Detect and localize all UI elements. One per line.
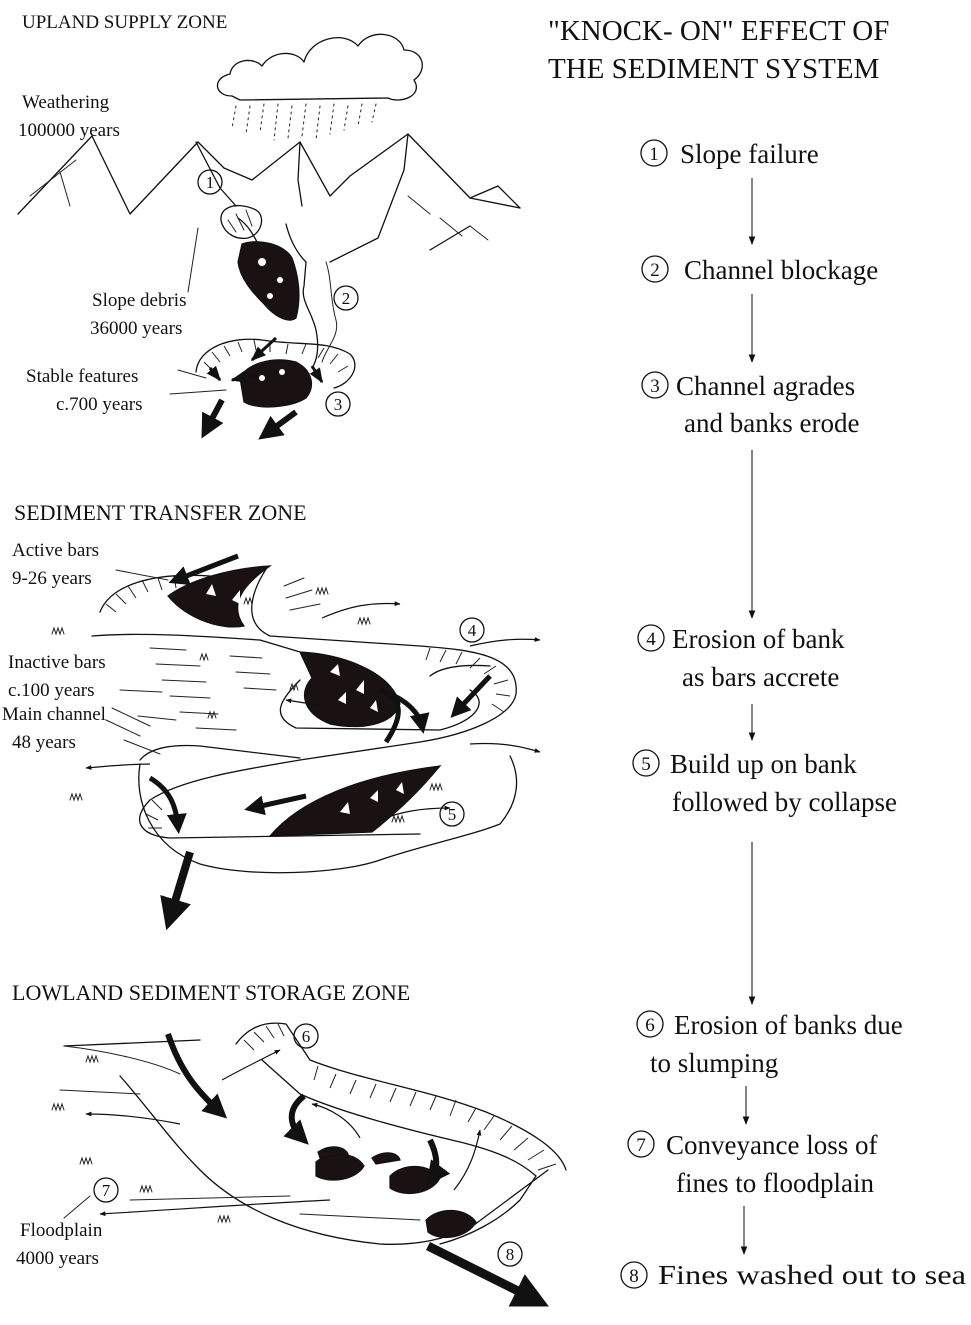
- inactive-bars-label: Inactive bars: [8, 652, 106, 673]
- heading-line-1: "KNOCK- ON" EFFECT OF: [548, 15, 889, 47]
- step-3: 3 Channel agrades and banks erode: [642, 371, 859, 438]
- marker-6: 6: [294, 1024, 318, 1048]
- svg-text:5: 5: [448, 805, 457, 824]
- step-7-text-line-2: fines to floodplain: [676, 1168, 874, 1198]
- marker-7: 7: [94, 1178, 118, 1202]
- slope-debris-mass: [238, 242, 299, 320]
- step-3-text-line-2: and banks erode: [684, 408, 859, 438]
- upland-supply-zone: UPLAND SUPPLY ZONE: [18, 12, 520, 434]
- weathering-label: Weathering: [22, 92, 110, 113]
- svg-text:6: 6: [302, 1027, 311, 1046]
- svg-text:8: 8: [506, 1245, 515, 1264]
- meander-channel-inner-bank: [92, 634, 490, 760]
- svg-text:3: 3: [650, 376, 660, 397]
- marker-2: 2: [334, 286, 358, 310]
- sediment-transfer-zone: SEDIMENT TRANSFER ZONE: [2, 500, 540, 918]
- step-5-text-line-2: followed by collapse: [672, 787, 897, 817]
- lowland-storage-zone: LOWLAND SEDIMENT STORAGE ZONE: [12, 980, 566, 1300]
- blockage-debris: [240, 360, 311, 407]
- svg-text:7: 7: [102, 1181, 111, 1200]
- marker-8: 8: [498, 1242, 522, 1266]
- slope-debris-time: 36000 years: [90, 318, 182, 339]
- step-5-text-line-1: Build up on bank: [670, 749, 857, 779]
- step-8: 8 Fines washed out to sea: [621, 1260, 966, 1290]
- active-bars-label: Active bars: [12, 540, 99, 561]
- step-1: 1 Slope failure: [641, 139, 819, 169]
- floodplain-outline: [64, 1040, 548, 1244]
- stable-features-label: Stable features: [26, 366, 138, 387]
- svg-text:8: 8: [629, 1266, 639, 1287]
- marker-4: 4: [460, 618, 484, 642]
- lowland-zone-title: LOWLAND SEDIMENT STORAGE ZONE: [12, 980, 410, 1005]
- inactive-bars-time: c.100 years: [8, 680, 95, 701]
- step-2: 2 Channel blockage: [642, 255, 878, 285]
- step-1-text: Slope failure: [680, 139, 819, 169]
- slope-debris-label: Slope debris: [92, 290, 186, 311]
- svg-text:4: 4: [646, 629, 656, 650]
- step-6: 6 Erosion of banks due to slumping: [637, 1010, 903, 1078]
- svg-text:1: 1: [649, 144, 659, 165]
- slope-failure-scar: [221, 206, 262, 239]
- upland-zone-title: UPLAND SUPPLY ZONE: [22, 12, 227, 33]
- svg-text:2: 2: [650, 260, 660, 281]
- step-5: 5 Build up on bank followed by collapse: [633, 749, 897, 817]
- floodplain-time: 4000 years: [16, 1248, 99, 1269]
- step-6-text-line-2: to slumping: [650, 1048, 778, 1078]
- stored-sediment: [316, 1147, 476, 1238]
- sequence-arrows: [744, 178, 752, 1254]
- transfer-zone-title: SEDIMENT TRANSFER ZONE: [14, 500, 307, 525]
- svg-text:2: 2: [342, 289, 351, 308]
- step-8-text: Fines washed out to sea: [658, 1260, 966, 1290]
- step-3-text-line-1: Channel agrades: [676, 371, 855, 401]
- svg-text:5: 5: [641, 754, 651, 775]
- svg-text:4: 4: [468, 621, 477, 640]
- knock-on-sequence: "KNOCK- ON" EFFECT OF THE SEDIMENT SYSTE…: [548, 15, 966, 1290]
- marker-3: 3: [326, 392, 350, 416]
- svg-text:3: 3: [334, 395, 343, 414]
- svg-text:6: 6: [645, 1015, 655, 1036]
- svg-text:1: 1: [206, 173, 215, 192]
- active-bar-lower: [270, 766, 440, 836]
- weathering-time: 100000 years: [18, 120, 120, 141]
- heading-line-2: THE SEDIMENT SYSTEM: [548, 53, 879, 85]
- mountain-ridges: [18, 134, 520, 214]
- step-6-text-line-1: Erosion of banks due: [674, 1010, 903, 1040]
- step-2-text: Channel blockage: [684, 255, 878, 285]
- cloud-icon: [217, 34, 422, 100]
- rain-icon: [232, 104, 376, 140]
- floodplain-grass: [52, 1056, 230, 1222]
- active-bars-time: 9-26 years: [12, 568, 92, 589]
- floodplain-label: Floodplain: [20, 1220, 103, 1241]
- step-7-text-line-1: Conveyance loss of: [666, 1130, 877, 1160]
- step-4-text-line-1: Erosion of bank: [672, 624, 845, 654]
- step-4: 4 Erosion of bank as bars accrete: [638, 624, 845, 692]
- marker-5: 5: [440, 802, 464, 826]
- svg-text:7: 7: [636, 1135, 646, 1156]
- main-channel-time: 48 years: [12, 732, 76, 753]
- marker-1: 1: [198, 170, 222, 194]
- stable-features-time: c.700 years: [56, 394, 143, 415]
- step-7: 7 Conveyance loss of fines to floodplain: [628, 1130, 877, 1198]
- main-channel-label: Main channel: [2, 704, 106, 725]
- step-4-text-line-2: as bars accrete: [682, 662, 839, 692]
